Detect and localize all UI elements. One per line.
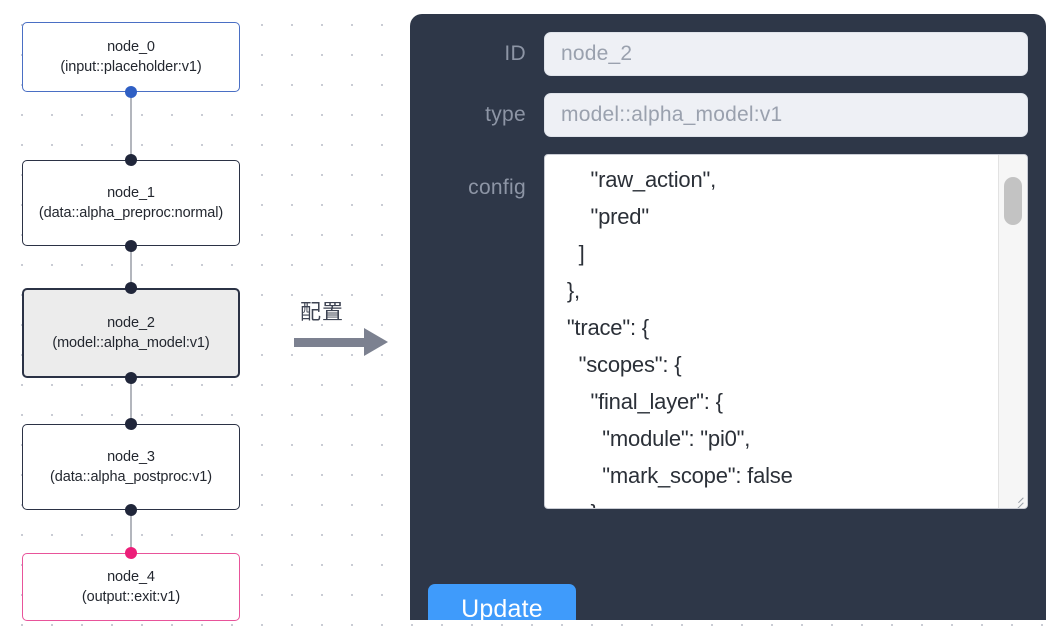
- id-input[interactable]: node_2: [544, 32, 1028, 76]
- graph-node-node_4[interactable]: node_4 (output::exit:v1): [22, 553, 240, 621]
- node-type-label: (data::alpha_preproc:normal): [38, 205, 224, 221]
- update-button[interactable]: Update: [428, 584, 576, 620]
- config-field-row: config "raw_action", "pred" ] }, "trace"…: [428, 154, 1028, 509]
- node-inspector-panel: ID node_2 type model::alpha_model:v1 con…: [410, 14, 1046, 620]
- node-type-label: (model::alpha_model:v1): [52, 335, 210, 351]
- node-id-label: node_0: [107, 39, 155, 55]
- edge-3-4: [130, 510, 133, 559]
- arrow-label: 配置: [300, 300, 344, 324]
- type-field-label: type: [485, 103, 526, 126]
- resize-handle-icon[interactable]: [1009, 490, 1025, 508]
- id-field-label: ID: [504, 42, 526, 65]
- config-scrollbar-thumb[interactable]: [1004, 177, 1022, 225]
- edge-0-1: [130, 92, 133, 166]
- transition-annotation: 配置: [292, 296, 398, 368]
- node-id-label: node_4: [107, 569, 155, 585]
- port-node_2-input[interactable]: [125, 282, 137, 294]
- graph-node-node_0[interactable]: node_0 (input::placeholder:v1): [22, 22, 240, 92]
- port-node_1-input[interactable]: [125, 154, 137, 166]
- node-id-label: node_1: [107, 185, 155, 201]
- port-node_3-output[interactable]: [125, 504, 137, 516]
- node-graph[interactable]: node_0 (input::placeholder:v1) node_1 (d…: [0, 0, 280, 643]
- graph-node-node_3[interactable]: node_3 (data::alpha_postproc:v1): [22, 424, 240, 510]
- node-type-label: (output::exit:v1): [81, 589, 181, 605]
- edge-1-2: [130, 246, 133, 294]
- node-type-label: (data::alpha_postproc:v1): [50, 469, 212, 485]
- graph-node-node_2[interactable]: node_2 (model::alpha_model:v1): [22, 288, 240, 378]
- port-node_1-output[interactable]: [125, 240, 137, 252]
- port-node_4-input[interactable]: [125, 547, 137, 559]
- graph-node-node_1[interactable]: node_1 (data::alpha_preproc:normal): [22, 160, 240, 246]
- port-node_0-output[interactable]: [125, 86, 137, 98]
- config-field-label: config: [468, 176, 526, 199]
- node-id-label: node_2: [107, 315, 155, 331]
- type-input[interactable]: model::alpha_model:v1: [544, 93, 1028, 137]
- right-arrow-head-icon: [364, 328, 388, 356]
- port-node_2-output[interactable]: [125, 372, 137, 384]
- config-textarea[interactable]: "raw_action", "pred" ] }, "trace": { "sc…: [566, 167, 793, 508]
- config-scrollbar[interactable]: [998, 155, 1027, 508]
- node-type-label: (input::placeholder:v1): [60, 59, 202, 75]
- config-textarea-wrapper[interactable]: "raw_action", "pred" ] }, "trace": { "sc…: [544, 154, 1028, 509]
- type-field-row: type model::alpha_model:v1: [428, 93, 1028, 137]
- port-node_3-input[interactable]: [125, 418, 137, 430]
- node-id-label: node_3: [107, 449, 155, 465]
- right-arrow-icon: [294, 338, 366, 347]
- id-field-row: ID node_2: [428, 32, 1028, 76]
- edge-2-3: [130, 378, 133, 430]
